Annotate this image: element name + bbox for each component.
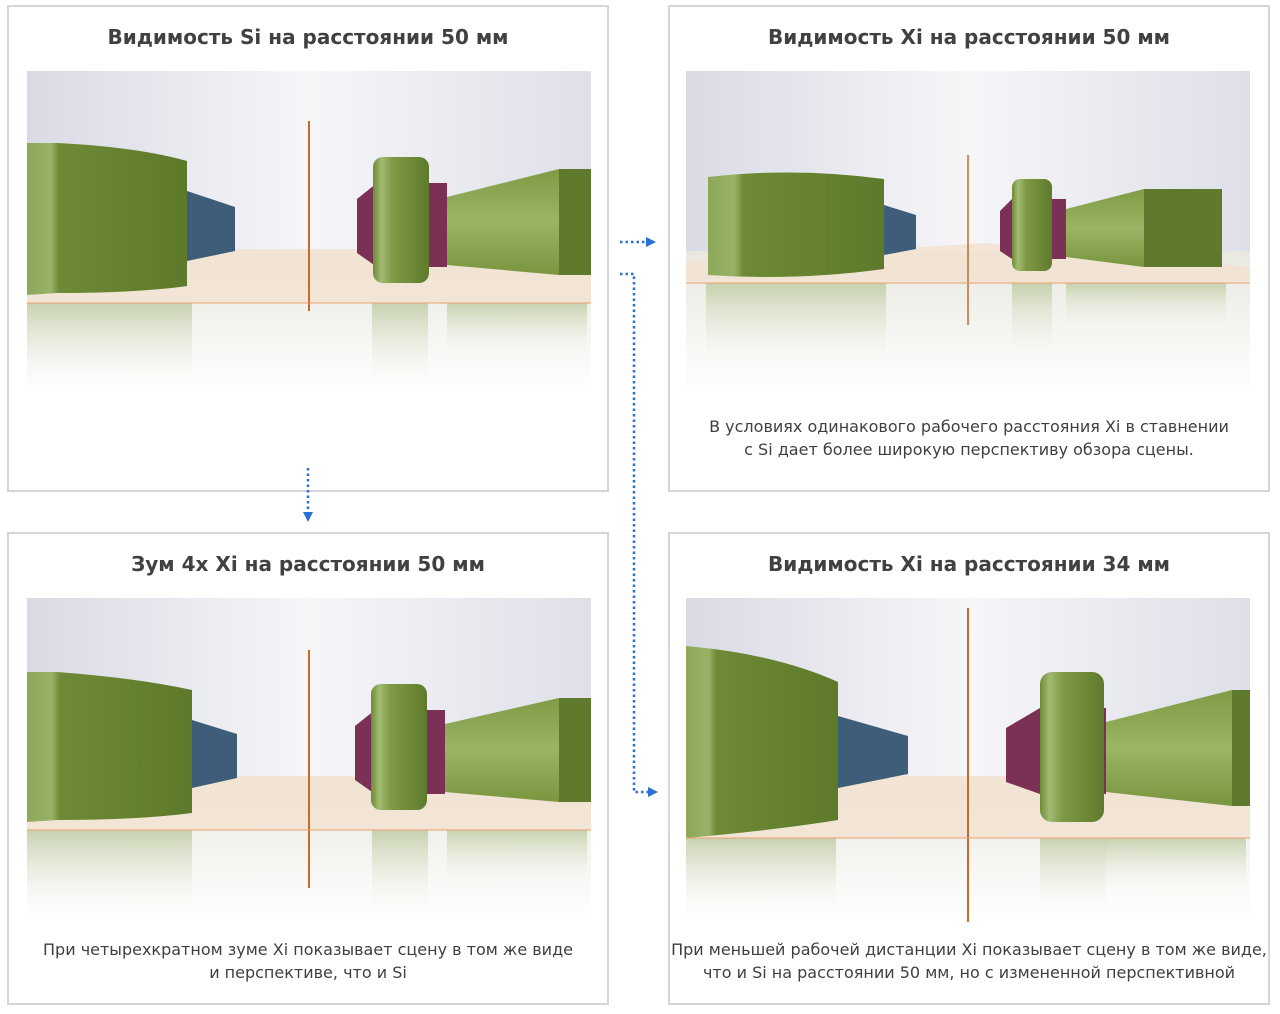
arrow-down-icon [300,466,316,524]
arrow-right-icon [618,268,660,804]
panel-caption: При четырехкратном зуме Xi показывает сц… [9,938,607,984]
caption-line-1: При четырехкратном зуме Xi показывает сц… [43,940,573,959]
scene-image [27,598,591,922]
scene-image [686,598,1250,922]
panel-title: Видимость Si на расстоянии 50 мм [107,25,509,49]
panel-xi-34: Видимость Xi на расстоянии 34 мм При [668,532,1270,1005]
arrow-right-icon [618,234,658,250]
panel-title: Видимость Xi на расстоянии 50 мм [767,25,1171,49]
panel-caption: В условиях одинакового рабочего расстоян… [670,415,1268,461]
scene-image [686,71,1250,395]
panel-zoom-xi-50: Зум 4х Xi на расстоянии 50 мм При четыре… [7,532,609,1005]
caption-line-2: и перспективе, что и Si [209,963,407,982]
panel-title: Зум 4х Xi на расстоянии 50 мм [131,552,485,576]
caption-line-2: с Si дает более широкую перспективу обзо… [744,440,1194,459]
panel-si-50: Видимость Si на расстоянии 50 мм [7,5,609,492]
caption-line-1: При меньшей рабочей дистанции Xi показыв… [671,940,1267,959]
panel-caption: При меньшей рабочей дистанции Xi показыв… [670,938,1268,984]
panel-title: Видимость Xi на расстоянии 34 мм [767,552,1171,576]
scene-image [27,71,591,395]
caption-line-1: В условиях одинакового рабочего расстоян… [709,417,1229,436]
panel-xi-50: Видимость Xi на расстоянии 50 мм В ус [668,5,1270,492]
caption-line-2: что и Si на расстоянии 50 мм, но с измен… [702,963,1236,982]
